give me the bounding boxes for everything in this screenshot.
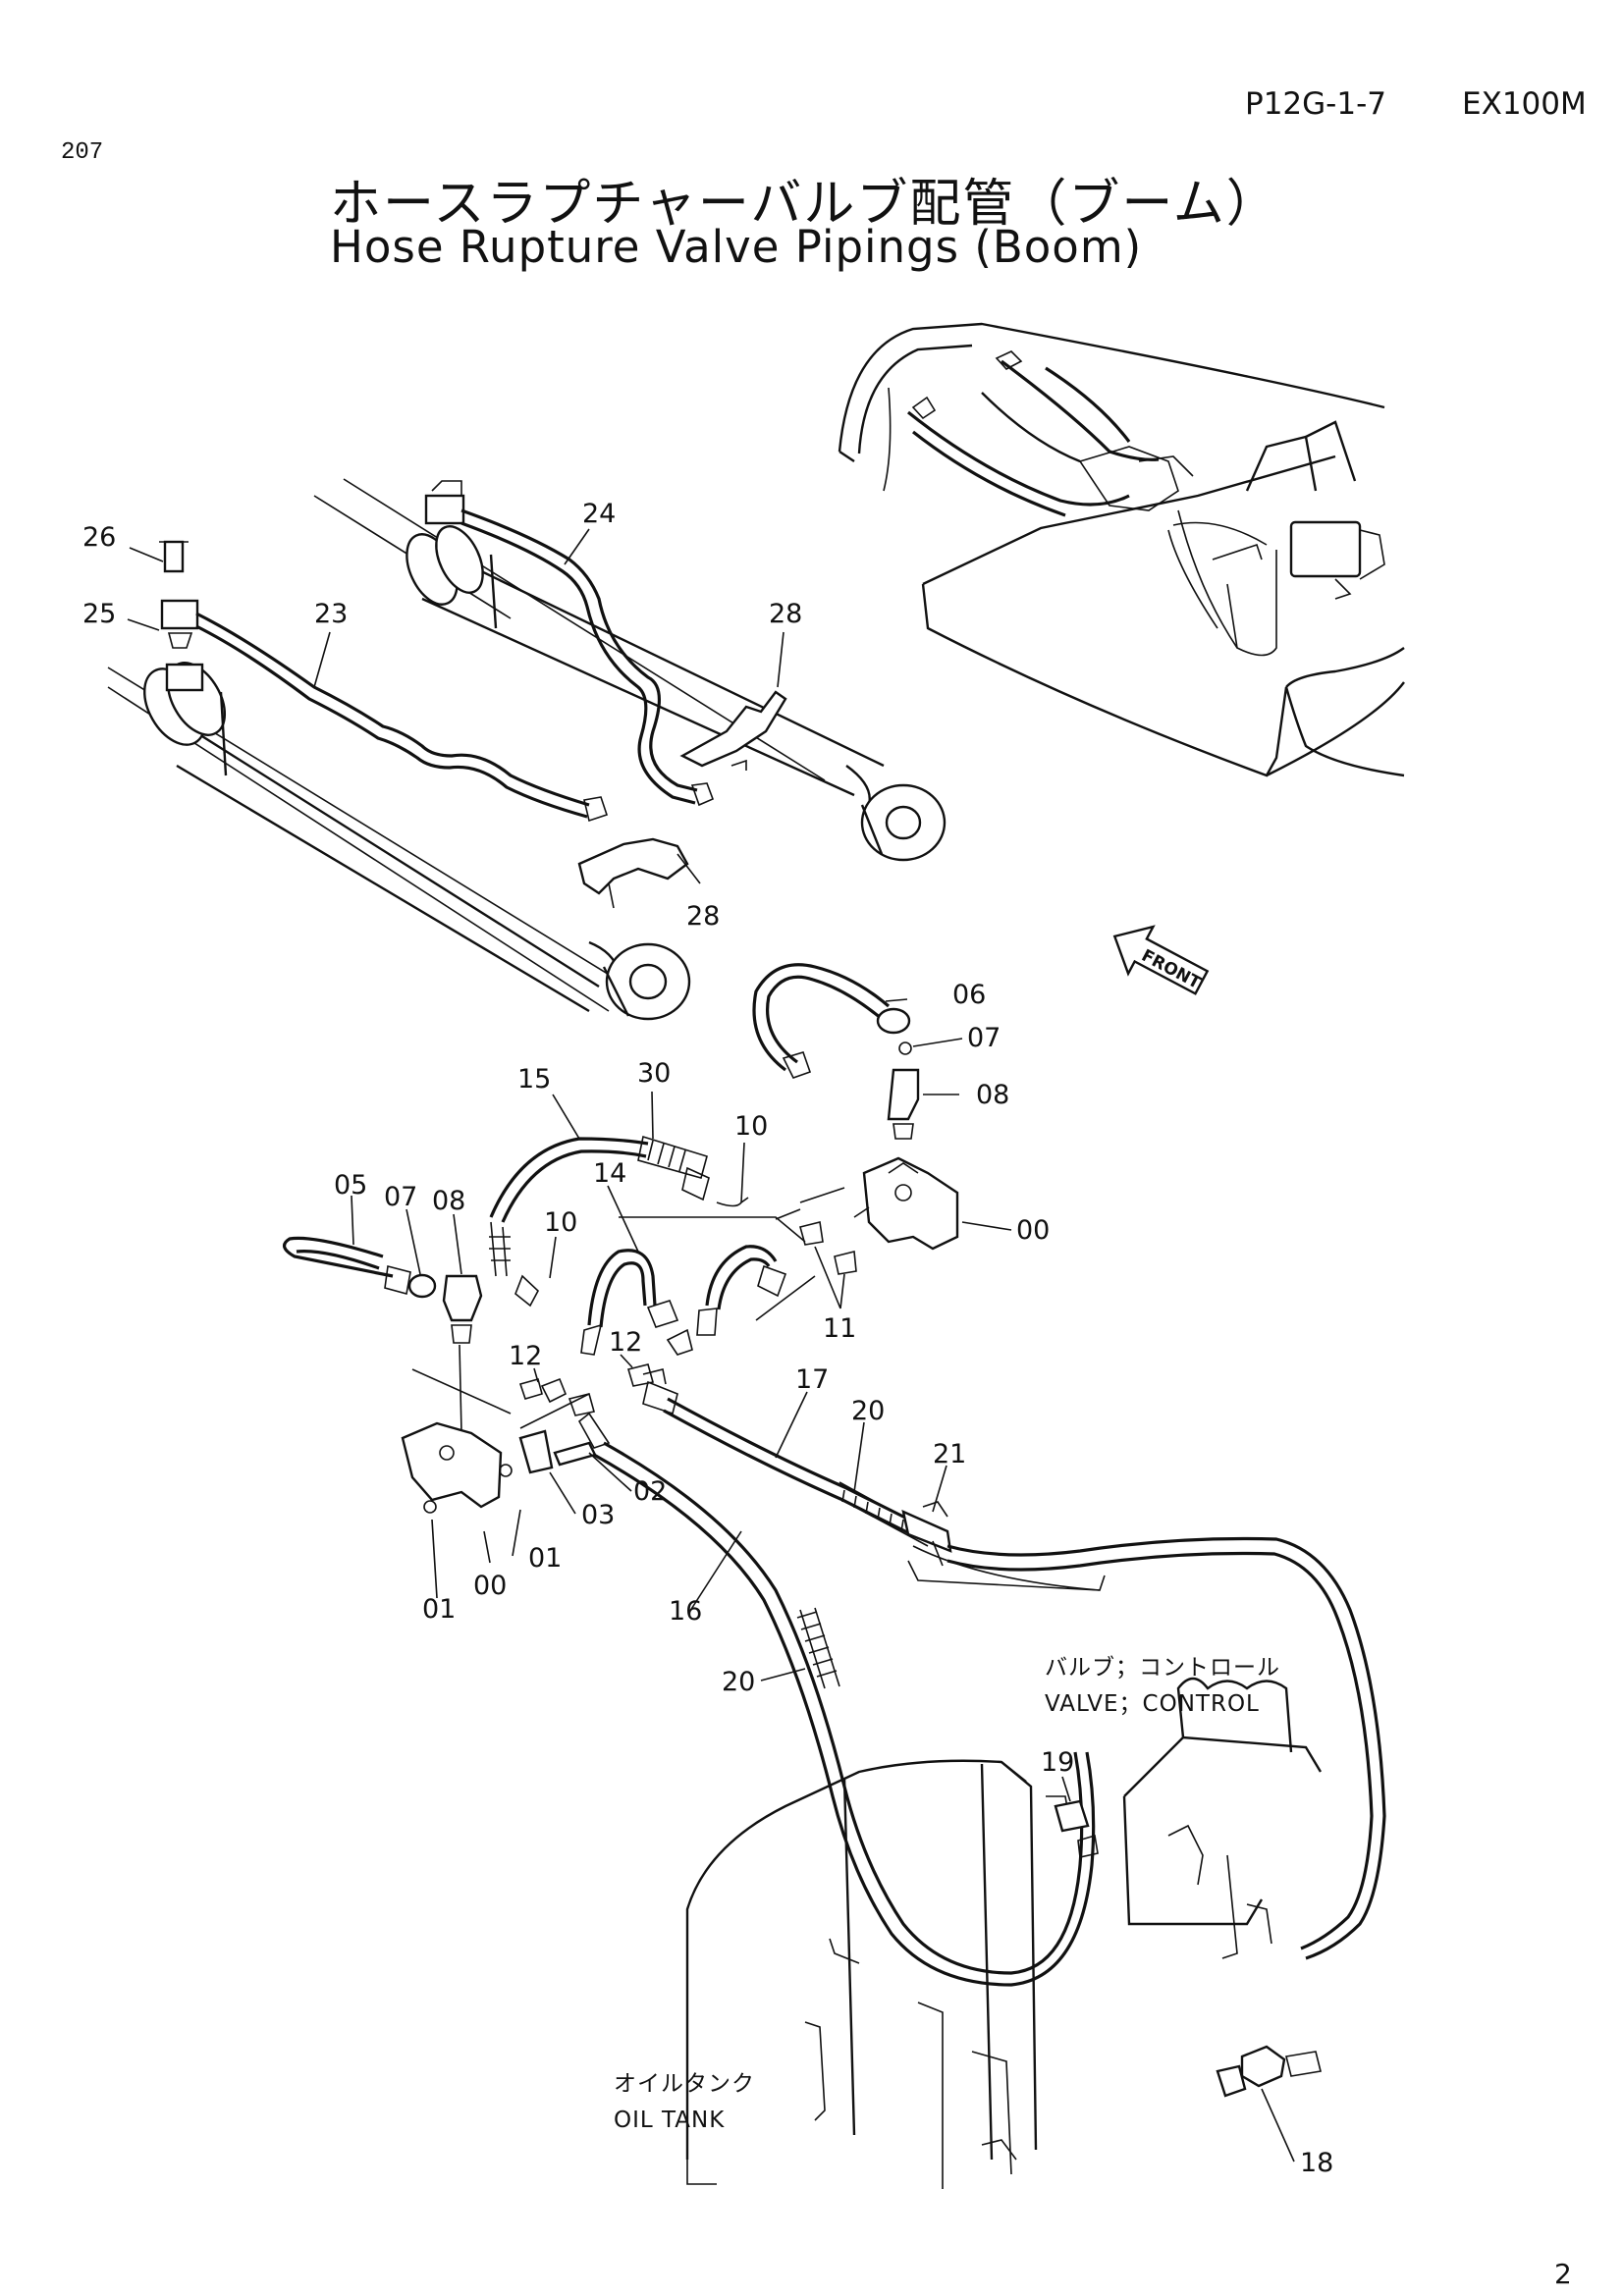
machine-body-drawing — [838, 322, 1405, 777]
callout-10-right: 10 — [734, 1111, 768, 1142]
callout-05: 05 — [334, 1170, 367, 1201]
callout-07-right: 07 — [967, 1023, 1001, 1053]
callout-26: 26 — [82, 522, 116, 553]
page-code: P12G-1-7 — [1245, 86, 1386, 122]
callout-07-left: 07 — [384, 1182, 417, 1212]
callout-16: 16 — [669, 1596, 702, 1627]
corner-mark: 2 — [1554, 2258, 1572, 2290]
callout-01-mid: 01 — [528, 1543, 562, 1574]
callout-20-left: 20 — [722, 1667, 755, 1697]
callout-14: 14 — [593, 1158, 626, 1189]
callout-08-left: 08 — [432, 1186, 465, 1216]
pipes-23-24-drawing — [195, 508, 715, 823]
diagram-notes: バルブ；コントロール VALVE；CONTROL オイルタンク OIL TANK — [614, 1655, 1280, 2133]
valve-assembly-right-drawing — [752, 963, 959, 1251]
callout-11: 11 — [823, 1313, 856, 1344]
callout-21: 21 — [933, 1439, 966, 1469]
callout-15: 15 — [517, 1064, 551, 1095]
callout-00-right: 00 — [1016, 1215, 1050, 1246]
tees-and-hoses-drawing — [518, 1363, 1386, 1987]
callout-23: 23 — [314, 599, 348, 629]
callout-28-lower: 28 — [686, 901, 720, 932]
valve-assembly-left-drawing — [283, 1236, 597, 1514]
callout-12-right: 12 — [609, 1327, 642, 1358]
callout-03: 03 — [581, 1500, 615, 1530]
callout-25: 25 — [82, 599, 116, 629]
control-valve-drawing — [1122, 1677, 1323, 2098]
callout-30: 30 — [637, 1058, 671, 1089]
boom-cylinders-drawing — [107, 478, 947, 1021]
oil-tank-note-jp: オイルタンク — [614, 2071, 755, 2097]
callout-08-right: 08 — [976, 1080, 1009, 1110]
leader-lines — [127, 528, 1295, 2185]
page-number: 207 — [61, 139, 104, 166]
callout-02: 02 — [633, 1476, 667, 1507]
callout-10-left: 10 — [544, 1207, 577, 1238]
title-japanese: ホースラプチャーバルブ配管（ブーム） — [330, 175, 1279, 234]
front-direction-arrow: FRONT — [1112, 925, 1210, 995]
model-name: EX100M — [1462, 86, 1587, 122]
oil-tank-note-en: OIL TANK — [614, 2108, 725, 2133]
oil-tank-drawing — [685, 1759, 1099, 2189]
part-callouts: 26 25 23 24 28 28 15 30 10 14 05 07 08 1… — [82, 499, 1333, 2178]
callout-19: 19 — [1041, 1747, 1074, 1778]
callout-24: 24 — [582, 499, 616, 529]
callout-18: 18 — [1300, 2148, 1333, 2178]
callout-06: 06 — [952, 980, 986, 1010]
callout-12-left: 12 — [509, 1341, 542, 1371]
brackets-28-drawing — [577, 690, 787, 909]
callout-00-left: 00 — [473, 1571, 507, 1601]
control-valve-note-jp: バルブ；コントロール — [1045, 1655, 1280, 1681]
callout-17: 17 — [795, 1364, 829, 1395]
control-valve-note-en: VALVE；CONTROL — [1045, 1691, 1260, 1717]
title-english: Hose Rupture Valve Pipings (Boom) — [330, 221, 1143, 273]
hose-lines-middle-drawing — [489, 1135, 857, 1356]
callout-01-left: 01 — [422, 1594, 456, 1625]
callout-20-right: 20 — [851, 1396, 885, 1426]
callout-28-upper: 28 — [769, 599, 802, 629]
